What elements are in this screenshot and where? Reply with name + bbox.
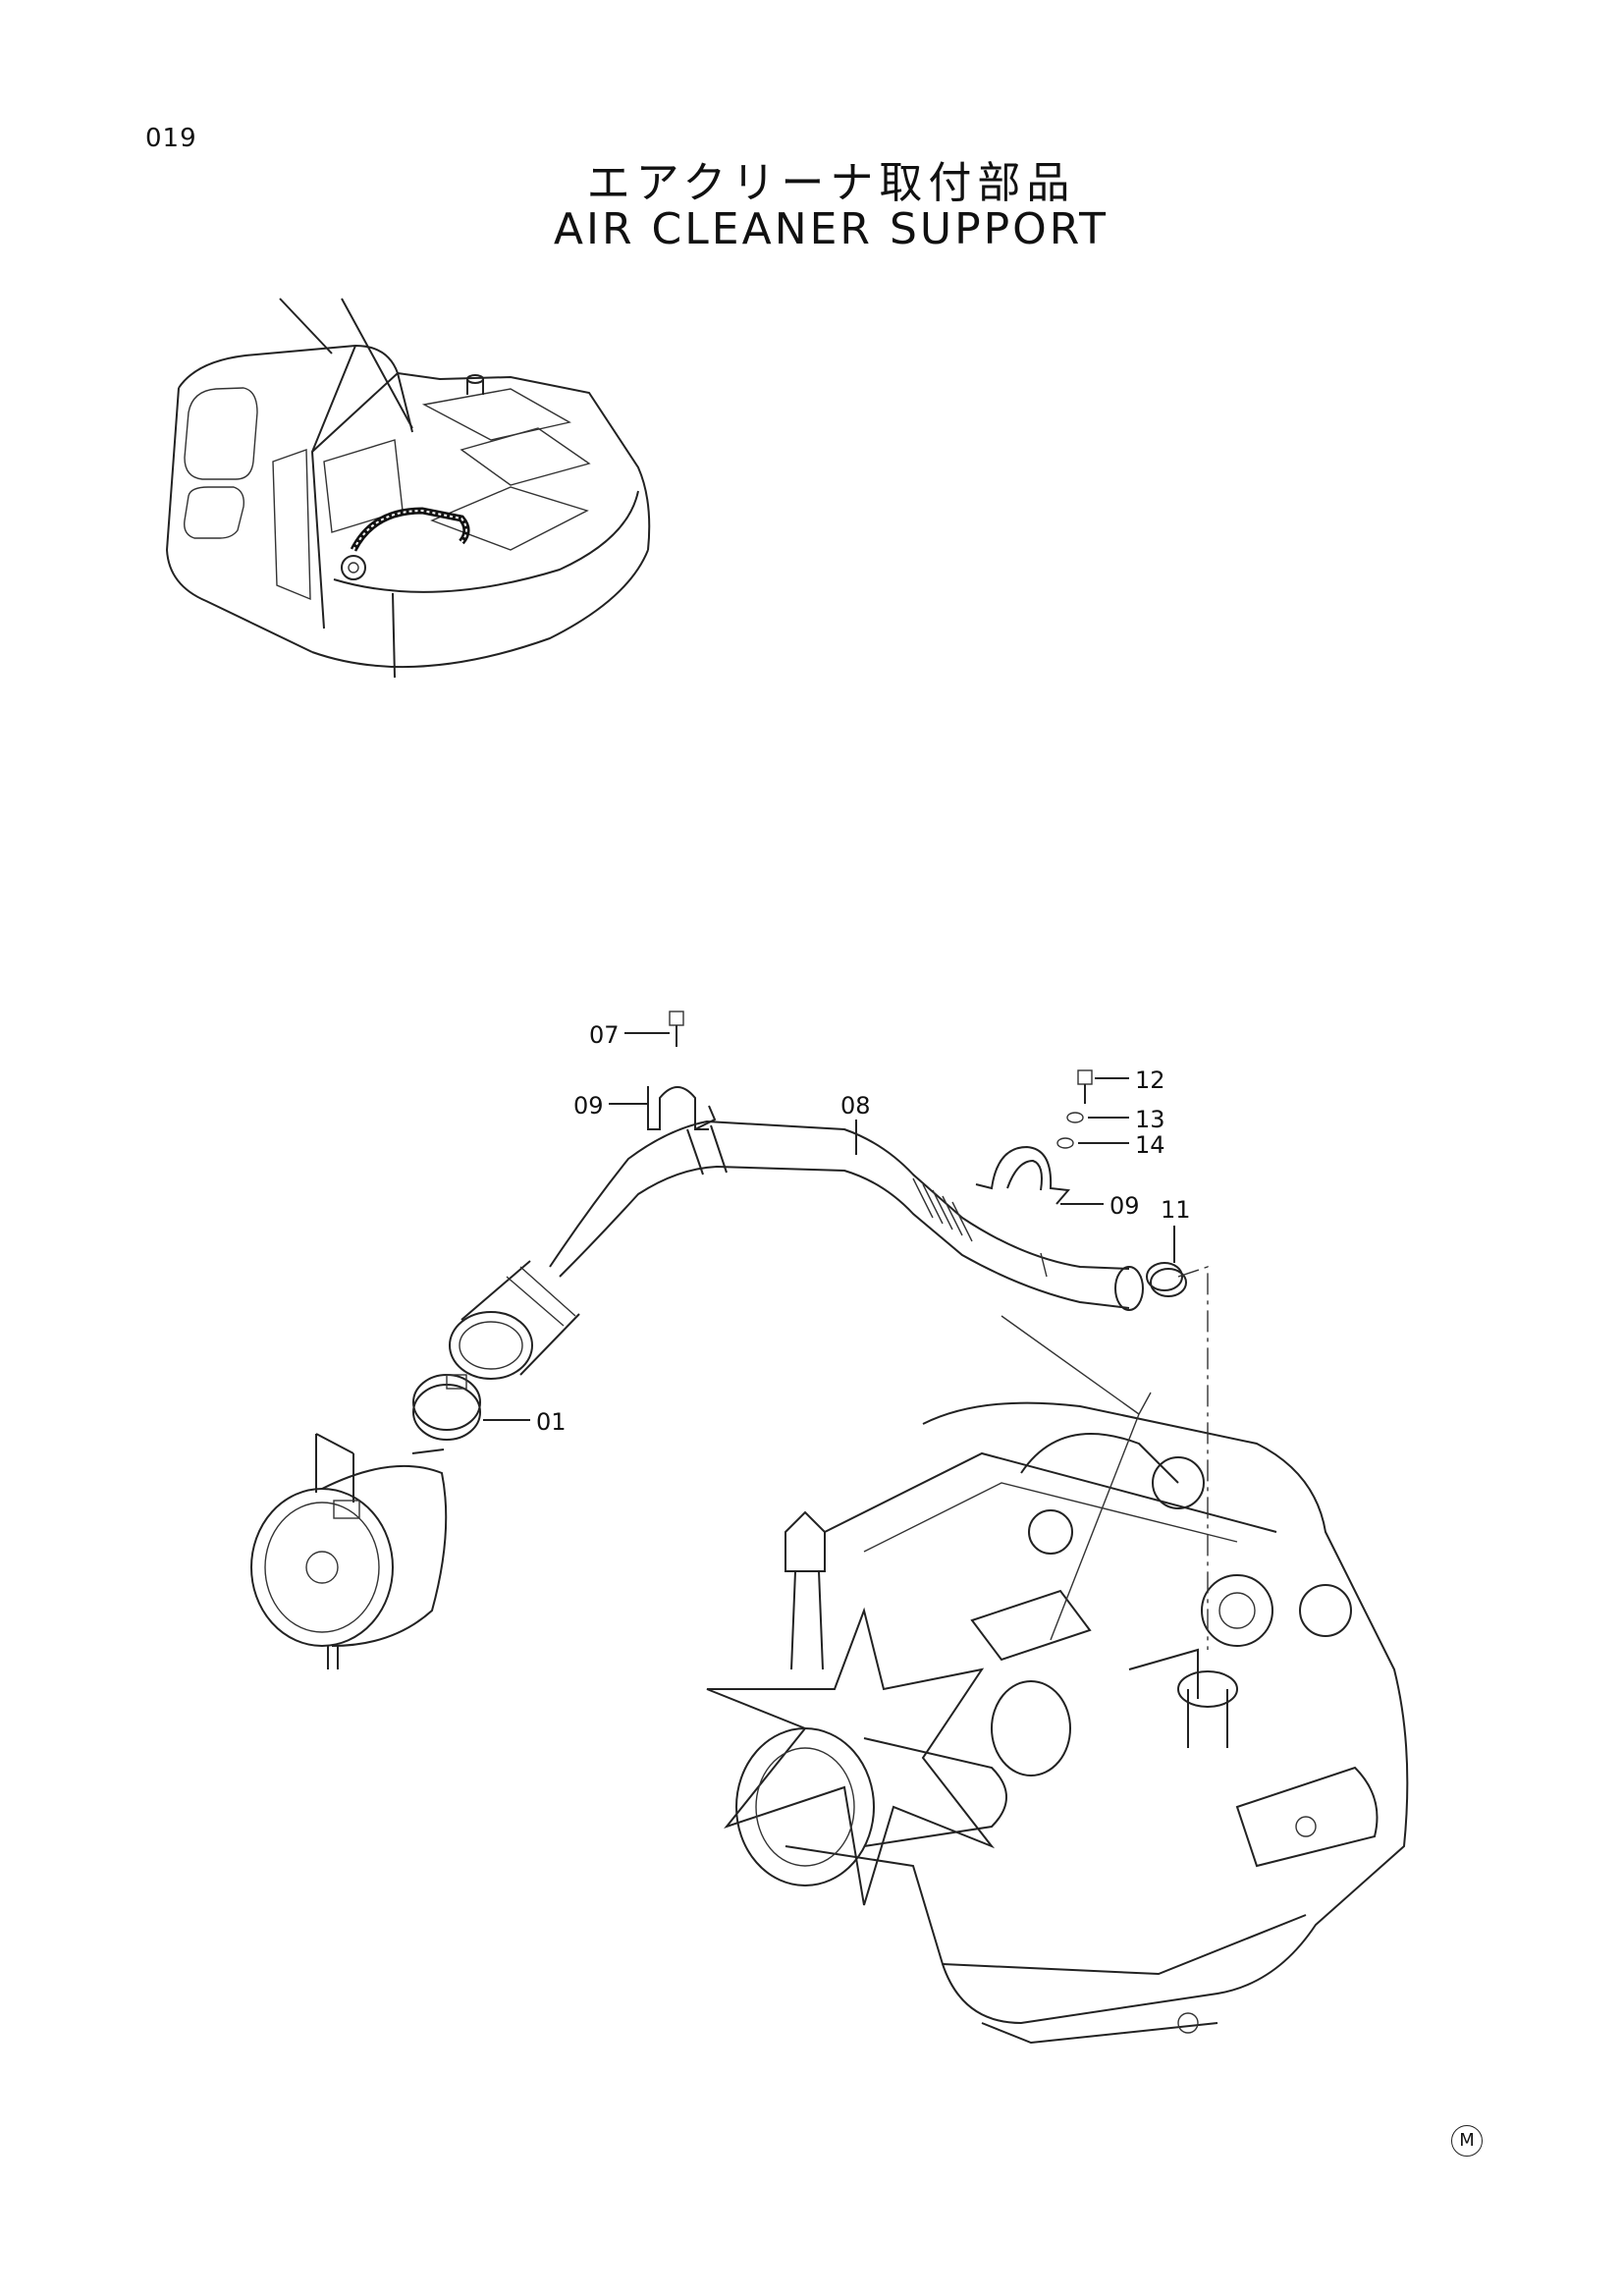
callout-01: 01 bbox=[536, 1408, 567, 1436]
excavator-locator-illustration bbox=[165, 298, 651, 679]
callout-11: 11 bbox=[1161, 1196, 1191, 1224]
title-english: AIR CLEANER SUPPORT bbox=[553, 204, 1109, 254]
title-japanese: エアクリーナ取付部品 bbox=[586, 158, 1076, 208]
bracket-09-right bbox=[975, 1069, 1093, 1205]
callout-09-right: 09 bbox=[1109, 1192, 1140, 1220]
callout-09-left: 09 bbox=[573, 1092, 604, 1120]
hose-clamp-01 bbox=[412, 1374, 481, 1441]
callout-08: 08 bbox=[840, 1092, 871, 1120]
page-number: 019 bbox=[145, 124, 197, 153]
air-cleaner-housing bbox=[250, 1433, 448, 1669]
callout-14: 14 bbox=[1135, 1131, 1165, 1159]
corner-mark: M bbox=[1451, 2125, 1483, 2157]
bracket-09-left bbox=[647, 1011, 717, 1130]
callout-07: 07 bbox=[589, 1021, 620, 1049]
callout-12: 12 bbox=[1135, 1066, 1165, 1094]
engine-assembly bbox=[706, 1401, 1409, 2045]
callout-13: 13 bbox=[1135, 1106, 1165, 1133]
leader-lines bbox=[1001, 1252, 1209, 1650]
hose-clamp-11 bbox=[1146, 1262, 1187, 1297]
callout-leaders bbox=[483, 1032, 1175, 1421]
intake-hose-assembly bbox=[449, 1120, 1144, 1380]
